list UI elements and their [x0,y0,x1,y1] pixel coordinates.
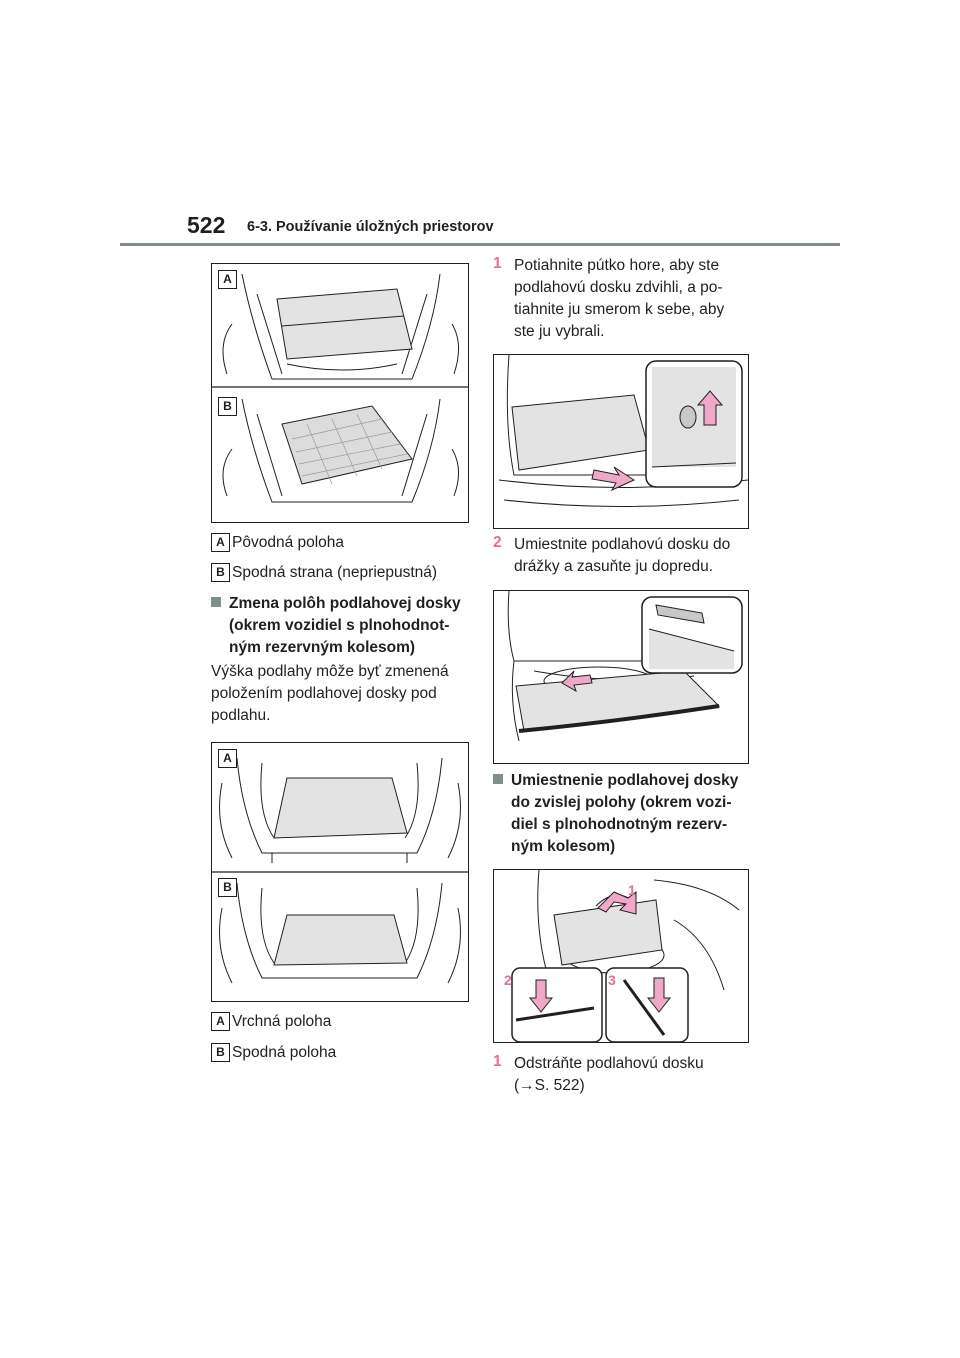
legend-text: Vrchná poloha [232,1013,332,1030]
step-line: Umiestnite podlahovú dosku do [514,536,731,553]
figure-slide-board [493,590,749,764]
section-heading-floor-board: Zmena polôh podlahovej dosky (okrem vozi… [211,593,471,659]
legend-label: B [211,1043,230,1062]
step-item: 1 Odstráňte podlahovú dosku (→S. 522) [493,1053,763,1099]
callout-2: 2 [504,972,512,988]
step-line: drážky a zasuňte ju dopredu. [514,558,714,575]
bullet-square [493,774,503,784]
callout-3: 3 [608,972,616,988]
figure-pull-tab [493,354,749,529]
callout-1: 1 [628,882,636,898]
legend-item: A Vrchná poloha [211,1012,471,1032]
heading-line: Zmena polôh podlahovej dosky [229,595,461,612]
figure-label-b: B [218,397,237,416]
figure-label-a: A [218,749,237,768]
heading-line: ným rezervným kolesom) [229,639,416,656]
heading-line: ným kolesom) [511,838,616,855]
legend-item: B Spodná strana (nepriepustná) [211,563,471,583]
bullet-square [211,597,221,607]
trunk-illustration [212,273,468,503]
step-line: Odstráňte podlahovú dosku [514,1055,704,1072]
paragraph: Výška podlahy môže byť zmenená položením… [211,661,471,727]
paragraph-line: položením podlahovej dosky pod [211,685,437,702]
step-number: 1 [493,255,502,272]
pull-tab-illustration [498,355,748,507]
step-line: Potiahnite pútko hore, aby ste [514,257,720,274]
step-number: 2 [493,534,502,551]
slide-board-illustration [507,591,743,742]
step-item: 2 Umiestnite podlahovú dosku do drážky a… [493,534,763,580]
step-number: 1 [493,1053,502,1070]
step-item: 1 Potiahnite pútko hore, aby ste podlaho… [493,255,763,345]
step-line[interactable]: (→S. 522) [514,1077,585,1094]
legend-text: Spodná strana (nepriepustná) [232,564,438,581]
paragraph-line: podlahu. [211,707,271,724]
header-rule [120,243,840,246]
figure-vertical-board: 1 2 3 [493,869,749,1043]
legend-text: Spodná poloha [232,1044,337,1061]
heading-line: diel s plnohodnotným rezerv- [511,816,728,833]
section-title: 6-3. Používanie úložných priestorov [247,219,494,235]
trunk-rear-view [212,757,468,984]
step-line: podlahovú dosku zdvihli, a po- [514,279,723,296]
figure-upper-lower-position: A B [211,742,469,1002]
figure-label-b: B [218,878,237,897]
heading-line: do zvislej polohy (okrem vozi- [511,794,732,811]
paragraph-line: Výška podlahy môže byť zmenená [211,663,449,680]
step-line: ste ju vybrali. [514,323,605,340]
legend-label: A [211,533,230,552]
legend-text: Pôvodná poloha [232,534,345,551]
figure-floor-board-positions: A B [211,263,469,523]
legend-item: B Spodná poloha [211,1043,471,1063]
heading-line: Umiestnenie podlahovej dosky [511,772,739,789]
heading-line: (okrem vozidiel s plnohodnot- [229,617,450,634]
section-heading-vertical-position: Umiestnenie podlahovej dosky do zvislej … [493,770,763,860]
legend-label: B [211,563,230,582]
page-number: 522 [187,212,226,238]
vertical-board-illustration [511,870,740,1042]
step-line: tiahnite ju smerom k sebe, aby [514,301,725,318]
legend-label: A [211,1012,230,1031]
legend-item: A Pôvodná poloha [211,533,471,553]
figure-label-a: A [218,270,237,289]
